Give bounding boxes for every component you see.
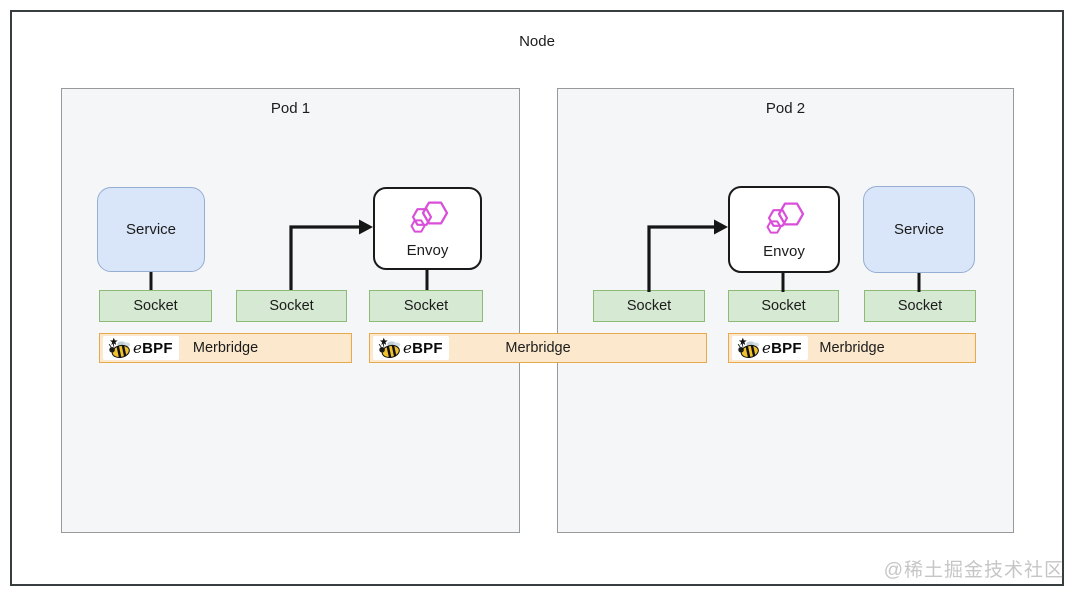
bee-icon xyxy=(737,337,760,359)
socket-box-pod1-3: Socket xyxy=(369,290,483,322)
merbridge-label: Merbridge xyxy=(505,340,571,356)
envoy-label-pod1: Envoy xyxy=(406,241,449,259)
merbridge-label: Merbridge xyxy=(819,340,885,356)
envoy-logo-icon xyxy=(405,199,451,239)
socket-label: Socket xyxy=(626,298,672,314)
pod1-label: Pod 1 xyxy=(270,100,311,117)
merbridge-bar-pod2: Merbridge eBPF xyxy=(728,333,976,363)
merbridge-label: Merbridge xyxy=(192,340,259,356)
bee-icon xyxy=(108,337,131,359)
ebpf-logo-label: eBPF xyxy=(762,339,802,357)
socket-box-pod2-1: Socket xyxy=(593,290,705,322)
merbridge-bar-shared: Merbridge eBPF xyxy=(369,333,707,363)
socket-box-pod1-1: Socket xyxy=(99,290,212,322)
pod2-label: Pod 2 xyxy=(765,100,806,117)
socket-label: Socket xyxy=(897,298,943,314)
bee-icon xyxy=(378,337,401,359)
ebpf-logo-label: eBPF xyxy=(133,339,173,357)
envoy-box-pod2: Envoy xyxy=(728,186,840,273)
socket-label: Socket xyxy=(133,298,178,314)
service-label-pod2: Service xyxy=(893,221,945,238)
merbridge-bar-pod1: Merbridge eBPF xyxy=(99,333,352,363)
ebpf-logo: eBPF xyxy=(373,336,449,360)
socket-box-pod2-3: Socket xyxy=(864,290,976,322)
envoy-box-pod1: Envoy xyxy=(373,187,482,270)
socket-label: Socket xyxy=(269,298,314,314)
service-box-pod2: Service xyxy=(863,186,975,273)
ebpf-logo-label: eBPF xyxy=(403,339,443,357)
socket-box-pod2-2: Socket xyxy=(728,290,839,322)
service-label-pod1: Service xyxy=(125,221,177,238)
socket-label: Socket xyxy=(761,298,806,314)
envoy-logo-icon xyxy=(761,200,807,240)
watermark-text: @稀土掘金技术社区 xyxy=(883,560,1064,581)
ebpf-logo: eBPF xyxy=(732,336,808,360)
service-box-pod1: Service xyxy=(97,187,205,272)
ebpf-logo: eBPF xyxy=(103,336,179,360)
node-label: Node xyxy=(519,33,555,50)
socket-label: Socket xyxy=(403,298,449,314)
socket-box-pod1-2: Socket xyxy=(236,290,347,322)
envoy-label-pod2: Envoy xyxy=(763,242,805,260)
